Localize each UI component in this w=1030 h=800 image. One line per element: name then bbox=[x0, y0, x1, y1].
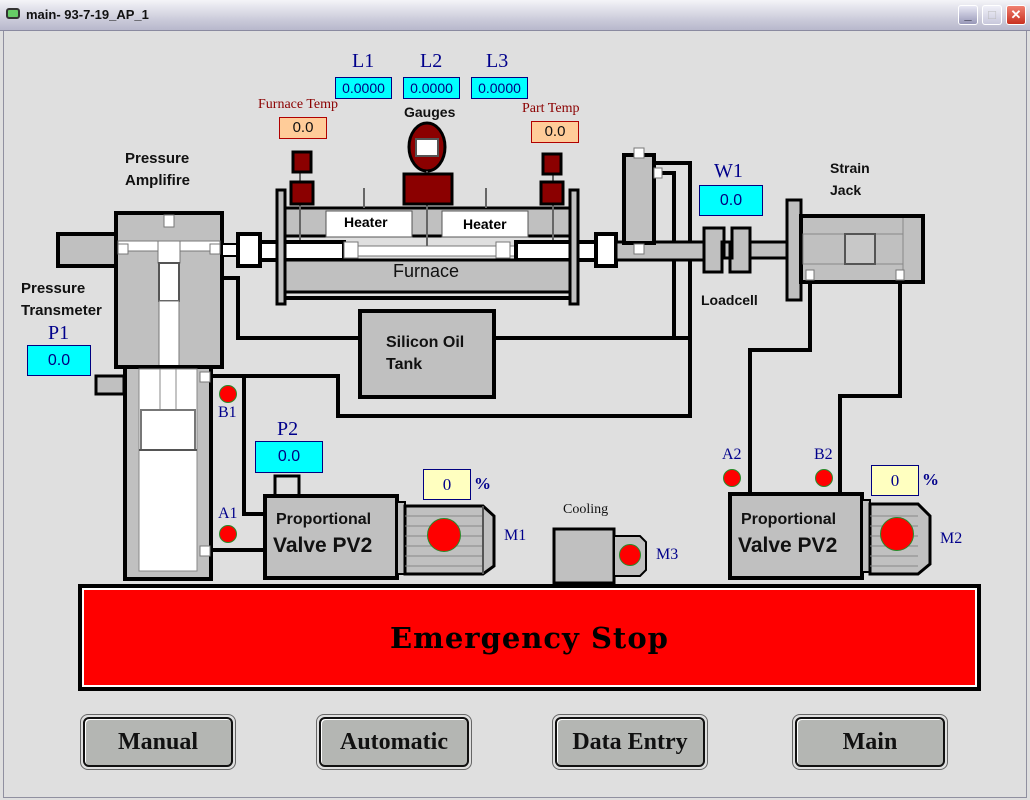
minimize-button[interactable]: _ bbox=[958, 5, 978, 25]
l3-label: L3 bbox=[486, 50, 509, 72]
p2-label: P2 bbox=[277, 418, 299, 440]
pipe-amp-tank bbox=[222, 276, 360, 340]
pressure-column bbox=[622, 147, 663, 255]
l2-display: 0.0000 bbox=[403, 77, 460, 99]
window-client-area bbox=[3, 31, 1027, 798]
title-bar: main- 93-7-19_AP_1 _ □ ✕ bbox=[0, 0, 1030, 31]
silicon-oil-tank-label-1: Silicon Oil bbox=[386, 334, 465, 351]
p1-display: 0.0 bbox=[27, 345, 91, 376]
furnace-temp-sensor bbox=[289, 150, 315, 206]
pipe-jack-a2 bbox=[748, 278, 812, 496]
part-temp-display: 0.0 bbox=[531, 121, 579, 143]
p2-display: 0.0 bbox=[255, 441, 323, 473]
gauges-label: Gauges bbox=[404, 104, 456, 120]
hydraulic-lines bbox=[212, 161, 902, 552]
strain-jack-label-2: Jack bbox=[830, 182, 862, 198]
a2-label: A2 bbox=[722, 446, 742, 463]
window-title: main- 93-7-19_AP_1 bbox=[26, 7, 149, 22]
b2-label: B2 bbox=[814, 446, 833, 463]
l1-display: 0.0000 bbox=[335, 77, 392, 99]
m1-motor-led bbox=[427, 518, 461, 552]
manual-button-label: Manual bbox=[117, 728, 198, 755]
w1-label: W1 bbox=[714, 160, 743, 182]
data-entry-button-label: Data Entry bbox=[572, 728, 688, 755]
a1-indicator-led bbox=[219, 525, 237, 543]
automatic-button-label: Automatic bbox=[340, 728, 448, 755]
m2-percent-input[interactable]: 0 bbox=[871, 465, 919, 496]
b1-indicator-led bbox=[219, 385, 237, 403]
m3-label: M3 bbox=[656, 546, 679, 563]
pipe-column-loop bbox=[212, 161, 692, 418]
valve1-label-1: Proportional bbox=[276, 511, 372, 528]
b1-label: B1 bbox=[218, 404, 237, 421]
main-button[interactable]: Main bbox=[792, 714, 948, 770]
strain-jack-label-1: Strain bbox=[830, 160, 870, 176]
heater-right-label: Heater bbox=[463, 216, 507, 232]
loadcell-label: Loadcell bbox=[701, 292, 758, 308]
a1-label: A1 bbox=[218, 505, 238, 522]
valve1-label-2: Valve PV2 bbox=[273, 534, 373, 557]
pressure-amplifier-label-2: Amplifire bbox=[125, 172, 191, 189]
m2-percent-unit: % bbox=[922, 470, 939, 489]
part-temp-sensor bbox=[539, 152, 565, 206]
pipe-jack-b2 bbox=[838, 278, 902, 496]
main-button-label: Main bbox=[842, 728, 898, 755]
strain-jack bbox=[785, 198, 925, 302]
pressure-amplifier bbox=[56, 211, 224, 581]
automatic-button[interactable]: Automatic bbox=[316, 714, 472, 770]
valve2-label-2: Valve PV2 bbox=[738, 534, 838, 557]
l2-label: L2 bbox=[420, 50, 443, 72]
loadcell-shape bbox=[702, 226, 752, 274]
emergency-stop-button[interactable]: Emergency Stop bbox=[78, 584, 981, 691]
part-temp-label: Part Temp bbox=[522, 101, 580, 116]
furnace-temp-label: Furnace Temp bbox=[258, 97, 339, 112]
l1-label: L1 bbox=[352, 50, 375, 72]
m2-label: M2 bbox=[940, 530, 963, 547]
furnace-temp-display: 0.0 bbox=[279, 117, 327, 139]
valve2-label-1: Proportional bbox=[741, 511, 837, 528]
p1-label: P1 bbox=[48, 322, 70, 344]
silicon-oil-tank bbox=[358, 309, 496, 399]
data-entry-button[interactable]: Data Entry bbox=[552, 714, 708, 770]
app-icon[interactable] bbox=[6, 8, 20, 19]
pipe-column-side bbox=[658, 171, 676, 338]
pressure-transmitter-label-1: Pressure bbox=[21, 280, 86, 297]
emergency-stop-label: Emergency Stop bbox=[390, 620, 669, 655]
gauge-unit bbox=[402, 121, 454, 206]
close-button[interactable]: ✕ bbox=[1006, 5, 1026, 25]
heater-left-label: Heater bbox=[344, 214, 388, 230]
emergency-stop-face[interactable]: Emergency Stop bbox=[82, 588, 977, 687]
w1-display: 0.0 bbox=[699, 185, 763, 216]
furnace-label: Furnace bbox=[393, 261, 460, 281]
pressure-transmitter-label-2: Transmeter bbox=[21, 302, 102, 319]
l3-display: 0.0000 bbox=[471, 77, 528, 99]
m1-label: M1 bbox=[504, 527, 527, 544]
silicon-oil-tank-label-2: Tank bbox=[386, 356, 423, 373]
furnace-assembly bbox=[275, 168, 580, 306]
cooling-label: Cooling bbox=[563, 502, 609, 517]
maximize-button[interactable]: □ bbox=[982, 5, 1002, 25]
m1-percent-input[interactable]: 0 bbox=[423, 469, 471, 500]
pressure-amplifier-label-1: Pressure bbox=[125, 150, 190, 167]
manual-button[interactable]: Manual bbox=[80, 714, 236, 770]
m1-percent-unit: % bbox=[474, 474, 491, 493]
b2-indicator-led bbox=[815, 469, 833, 487]
m3-motor-led bbox=[619, 544, 641, 566]
pipe-b1-valve1 bbox=[212, 374, 266, 516]
a2-indicator-led bbox=[723, 469, 741, 487]
m2-motor-led bbox=[880, 517, 914, 551]
